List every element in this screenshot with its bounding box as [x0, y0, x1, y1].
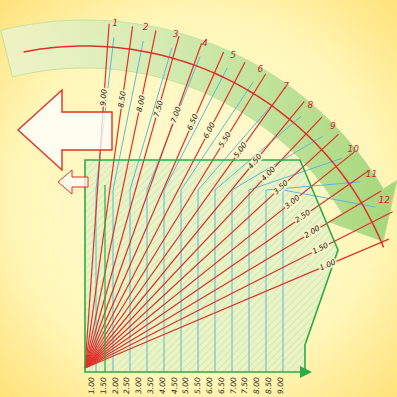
red-rays	[85, 24, 393, 368]
callout-number: 8	[308, 101, 314, 110]
red-ray	[85, 191, 381, 368]
callout-number: 4	[202, 39, 208, 48]
callout-number: 10	[348, 145, 359, 154]
blue-line	[249, 158, 342, 372]
dimension-label: 7.50	[152, 98, 164, 118]
blue-line	[215, 116, 301, 372]
red-ray	[85, 62, 245, 368]
blue-line	[130, 48, 172, 372]
red-ray	[85, 117, 322, 368]
red-ray	[85, 212, 393, 368]
red-ray	[85, 26, 133, 368]
dimension-label: 6.00	[202, 120, 217, 140]
red-ray	[85, 152, 354, 368]
dimension-label: 8.50	[265, 377, 273, 394]
dimension-label: 5.00	[232, 141, 249, 161]
callout-number: 7	[283, 82, 289, 91]
frame-arrow	[300, 366, 312, 378]
dimension-label: 3.50	[147, 377, 155, 394]
dimension-label: 4.50	[171, 377, 179, 394]
blue-line	[266, 182, 360, 372]
dimension-label: 2.50	[123, 377, 131, 394]
dimension-label: 6.00	[206, 377, 214, 394]
callout-number: 11	[366, 170, 377, 179]
dimension-label: 7.00	[169, 104, 182, 124]
blue-lines	[96, 37, 375, 372]
door-leaf	[104, 185, 105, 372]
frame-outline	[85, 160, 338, 372]
blue-line	[147, 57, 200, 372]
dimension-label: 8.50	[117, 90, 127, 110]
dimension-label: 9.00	[100, 88, 109, 107]
dimension-label: 6.50	[218, 377, 226, 394]
dimension-label: 7.50	[241, 377, 249, 394]
dimension-label: 1.00	[88, 377, 96, 394]
callout-number: 9	[330, 122, 336, 131]
dimension-label: 9.00	[277, 377, 285, 394]
callout-number: 12	[379, 196, 390, 205]
blue-line	[283, 190, 375, 372]
red-ray	[85, 134, 339, 368]
red-ray	[85, 52, 224, 368]
small-arrow	[58, 170, 88, 194]
dimension-label: 6.50	[186, 112, 200, 132]
red-ray	[85, 102, 304, 368]
dimension-label: 8.00	[135, 93, 146, 113]
dimension-label: 5.00	[182, 377, 190, 394]
red-ray	[85, 239, 389, 368]
dimension-label: 1.50	[100, 377, 108, 394]
callout-number: 6	[258, 65, 264, 74]
callout-number: 5	[230, 51, 236, 60]
dimension-label: 5.50	[194, 377, 202, 394]
red-ray	[85, 171, 368, 368]
blue-line	[181, 82, 253, 372]
callout-number: 3	[173, 30, 179, 39]
dimension-label: 8.00	[253, 377, 261, 394]
dimension-label: 2.00	[112, 377, 120, 394]
dimension-label: 7.00	[230, 377, 238, 394]
callout-number: 2	[143, 23, 149, 32]
dimension-label: 3.00	[135, 377, 143, 394]
dimension-label: 4.00	[159, 377, 167, 394]
callout-number: 1	[112, 19, 118, 28]
left-arrow	[18, 90, 112, 170]
